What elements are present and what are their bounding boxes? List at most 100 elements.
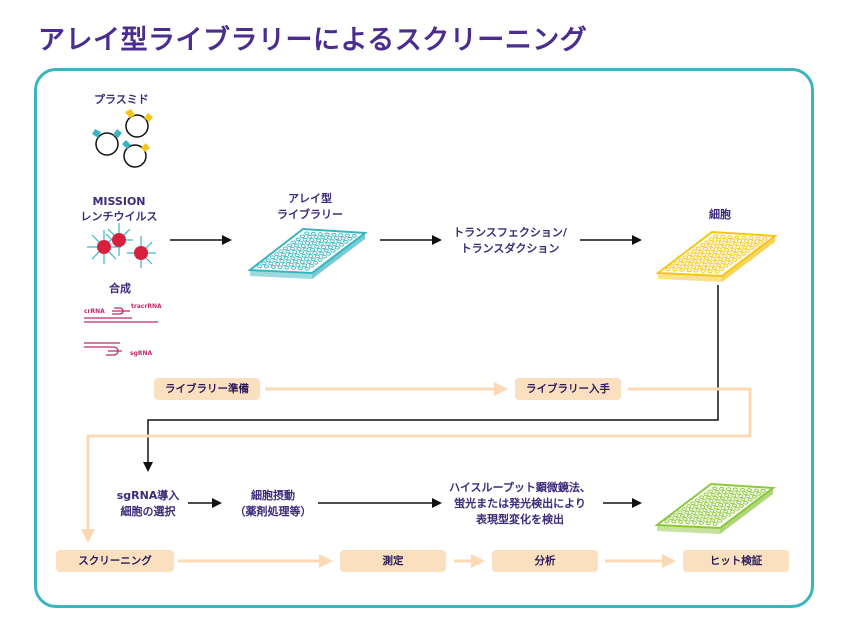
- plate-well: [762, 236, 768, 241]
- plate-well: [715, 499, 721, 504]
- plate-well: [703, 492, 709, 497]
- plate-well: [755, 236, 761, 241]
- plate-well: [723, 509, 729, 514]
- plate-well: [712, 486, 718, 491]
- plate-well: [740, 251, 746, 256]
- library-prep-pill: ライブラリー準備: [154, 378, 260, 400]
- plate-well: [308, 254, 314, 258]
- plate-well: [682, 255, 688, 260]
- plate-well: [679, 513, 686, 518]
- plate-well: [706, 505, 712, 510]
- plate-well: [753, 242, 759, 247]
- plate-well: [716, 509, 722, 513]
- plate-well: [664, 519, 670, 524]
- plate-well: [671, 519, 677, 524]
- plate-well: [738, 503, 744, 508]
- plate-well: [290, 256, 296, 261]
- plate-well: [686, 268, 692, 273]
- plate-well: [711, 266, 718, 271]
- plate-well: [710, 256, 717, 261]
- plate-well: [278, 249, 284, 254]
- plate-well: [279, 259, 285, 263]
- crrna-label: crRNA: [84, 308, 105, 315]
- plate-well: [343, 239, 349, 244]
- plate-well: [758, 239, 764, 244]
- plate-well: [272, 258, 278, 263]
- plate-well: [681, 507, 687, 512]
- screening-pill: スクリーニング: [56, 550, 174, 572]
- plate-well: [704, 266, 710, 270]
- plate-well: [718, 512, 724, 517]
- plate-well: [307, 244, 313, 249]
- plate-well: [735, 490, 741, 495]
- plate-well: [693, 504, 699, 509]
- plate-well: [283, 256, 289, 260]
- plate-well: [665, 267, 671, 272]
- plate-well: [327, 235, 333, 240]
- wells-green: [664, 486, 766, 526]
- plate-well: [723, 263, 729, 268]
- plate-well: [270, 265, 276, 269]
- plate-well: [311, 241, 317, 246]
- plate-well: [739, 242, 745, 246]
- plate-well: [686, 504, 692, 509]
- plate-well: [733, 497, 739, 501]
- plate-well: [724, 493, 730, 498]
- plate-well: [682, 517, 688, 521]
- plate-well: [726, 251, 732, 255]
- plate-well: [338, 242, 344, 247]
- plate-well: [711, 240, 717, 245]
- plate-well: [717, 518, 723, 523]
- plate-well: [699, 495, 705, 500]
- plate-well: [332, 242, 338, 247]
- plate-well: [704, 240, 710, 245]
- plate-well: [314, 244, 320, 249]
- plate-well: [732, 257, 738, 262]
- plate-well: [695, 262, 701, 267]
- plate-well: [690, 501, 696, 506]
- plate-well: [720, 260, 726, 265]
- plate-well: [738, 248, 744, 253]
- plate-well: [753, 488, 759, 493]
- plate-well: [299, 234, 306, 239]
- plate-well: [673, 513, 679, 518]
- plate-well: [274, 252, 280, 257]
- plate-well: [261, 261, 267, 266]
- plate-well: [703, 518, 709, 522]
- plate-well: [709, 263, 715, 267]
- plate-well: [317, 232, 323, 236]
- plate-well: [338, 233, 344, 237]
- plate-well: [321, 245, 327, 249]
- plate-well: [676, 264, 682, 269]
- plate-well: [285, 249, 291, 254]
- plate-well: [320, 235, 326, 240]
- readout-label-1: ハイスループット顕微鏡法、: [449, 481, 591, 494]
- cells-label: 細胞: [709, 208, 731, 221]
- plate-well: [702, 246, 709, 251]
- plate-well: [668, 516, 674, 521]
- plate-well: [678, 520, 684, 524]
- plate-well: [713, 234, 719, 239]
- plate-well: [701, 253, 707, 257]
- plate-well: [310, 257, 316, 262]
- plate-well: [325, 242, 331, 246]
- plate-well: [735, 245, 741, 249]
- plate-well: [302, 263, 308, 268]
- plate-well: [684, 510, 690, 515]
- plate-well: [331, 232, 337, 237]
- plate-well: [309, 247, 316, 252]
- plate-well: [333, 236, 339, 240]
- plate-well: [738, 494, 744, 498]
- plate-well: [296, 247, 302, 251]
- plate-well: [720, 234, 726, 239]
- plate-well: [699, 259, 705, 264]
- plate-well: [723, 238, 729, 242]
- plate-well: [724, 503, 731, 507]
- plate-well: [743, 500, 749, 505]
- perturb-label-1: 細胞摂動: [251, 489, 295, 502]
- plate-well: [678, 258, 684, 263]
- plate-well: [265, 258, 271, 263]
- plate-well: [751, 494, 757, 499]
- plate-well: [727, 260, 733, 265]
